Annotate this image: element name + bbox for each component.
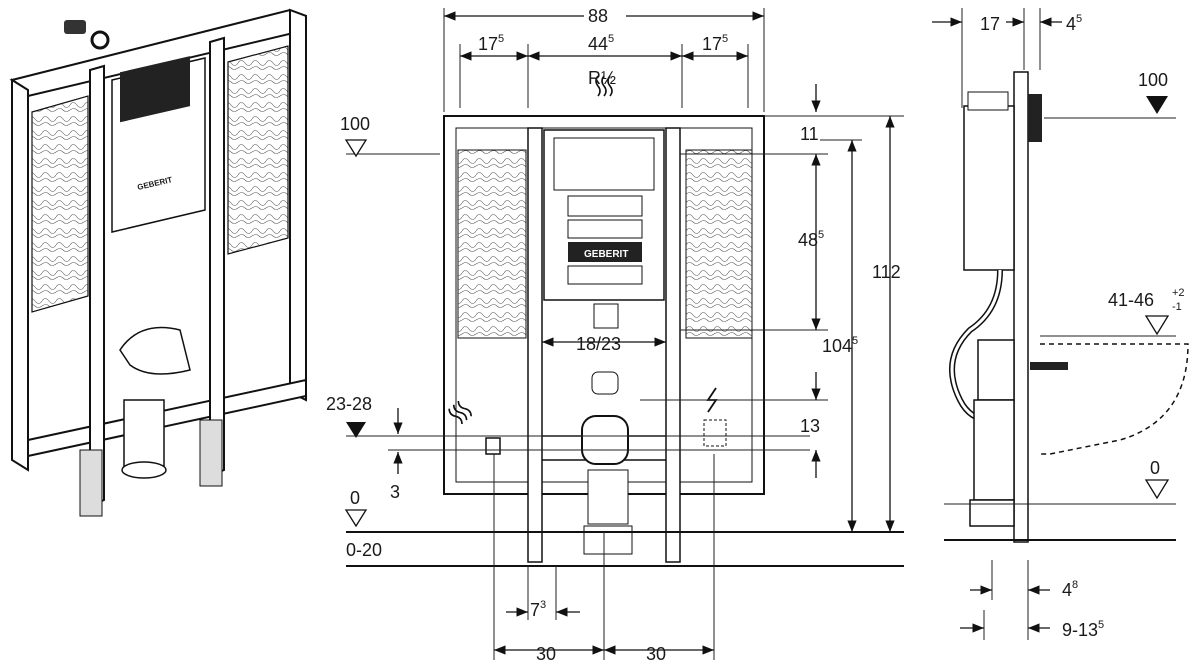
dim-drain-gap: 13 — [800, 416, 820, 436]
side-post — [1013, 71, 1029, 543]
front-supply-box — [485, 437, 501, 455]
side-level-marker-100 — [1146, 96, 1168, 114]
iso-drain-bend — [119, 326, 191, 375]
side-view — [932, 8, 1189, 640]
side-control-plate — [1028, 94, 1042, 142]
level-marker-100 — [344, 139, 368, 158]
side-cistern — [963, 105, 1015, 271]
level-marker-23-28 — [346, 422, 366, 438]
iso-wood-panel-right — [227, 45, 289, 255]
front-post-right — [665, 127, 681, 563]
level-label-3: 3 — [390, 482, 400, 502]
iso-right-post — [289, 8, 307, 402]
dim-leg-spacing: 73 — [530, 599, 546, 620]
iso-cistern-top — [120, 56, 190, 123]
side-seat-tol-plus: +2 — [1172, 287, 1185, 299]
iso-bottom-rail — [27, 378, 307, 458]
iso-foot-right — [199, 419, 223, 487]
dim-side-thickness: 45 — [1066, 13, 1082, 34]
supply-label: R½ — [588, 68, 616, 88]
dim-total-height: 112 — [872, 262, 901, 282]
side-wc-bowl — [1040, 343, 1189, 455]
hot-water-icon — [448, 400, 472, 425]
dim-cistern-height: 485 — [798, 229, 824, 250]
iso-drain-pipe — [123, 399, 165, 471]
dim-center-right: 30 — [646, 644, 666, 664]
side-level-marker-0 — [1144, 479, 1170, 500]
iso-left-post — [11, 78, 29, 472]
isometric-view: GEBERIT — [9, 8, 307, 517]
hot-water-icon — [595, 75, 613, 97]
dim-center-width: 445 — [588, 33, 614, 54]
front-view: GEBERIT — [344, 6, 904, 660]
dim-frame-inner-height: 1045 — [822, 335, 858, 356]
front-brand-plate — [568, 242, 642, 262]
dim-side-bottom-small: 48 — [1062, 579, 1078, 600]
dim-left-offset: 175 — [478, 33, 504, 54]
dim-right-offset: 175 — [702, 33, 728, 54]
iso-inner-post-left — [89, 64, 105, 508]
dim-top-gap: 11 — [800, 124, 819, 144]
iso-drain-outlet — [121, 461, 167, 479]
dim-side-depth: 17 — [980, 14, 1000, 34]
iso-inner-post-right — [209, 36, 225, 478]
front-power-box — [703, 419, 727, 447]
side-seat-height: 41-46 — [1108, 290, 1154, 310]
side-seat-tol-minus: -1 — [1172, 301, 1182, 313]
front-post-left — [527, 127, 543, 563]
level-label-100: 100 — [340, 114, 370, 134]
front-flush-outlet — [591, 371, 619, 395]
side-drain-pipe — [973, 399, 1015, 501]
dim-total-width: 88 — [588, 6, 608, 26]
front-wood-right — [685, 149, 753, 339]
side-level-label-0: 0 — [1150, 458, 1160, 478]
bolt-icon — [64, 20, 110, 50]
side-level-marker-seat — [1144, 315, 1170, 336]
floor-range-label: 0-20 — [346, 540, 382, 560]
level-label-23-28: 23-28 — [326, 394, 372, 414]
iso-foot-left — [79, 449, 103, 517]
dim-center-left: 30 — [536, 644, 556, 664]
front-wood-left — [457, 149, 527, 339]
dim-side-bottom-range: 9-135 — [1062, 619, 1104, 640]
front-drain-connector — [581, 415, 629, 465]
side-level-label-100: 100 — [1138, 70, 1168, 90]
level-marker-0 — [344, 509, 368, 528]
level-label-0: 0 — [350, 488, 360, 508]
front-brand-label: GEBERIT — [584, 249, 628, 260]
front-drain-pipe — [583, 525, 633, 555]
iso-wood-panel-left — [31, 95, 89, 313]
dim-bolt-spacing: 18/23 — [576, 334, 621, 354]
